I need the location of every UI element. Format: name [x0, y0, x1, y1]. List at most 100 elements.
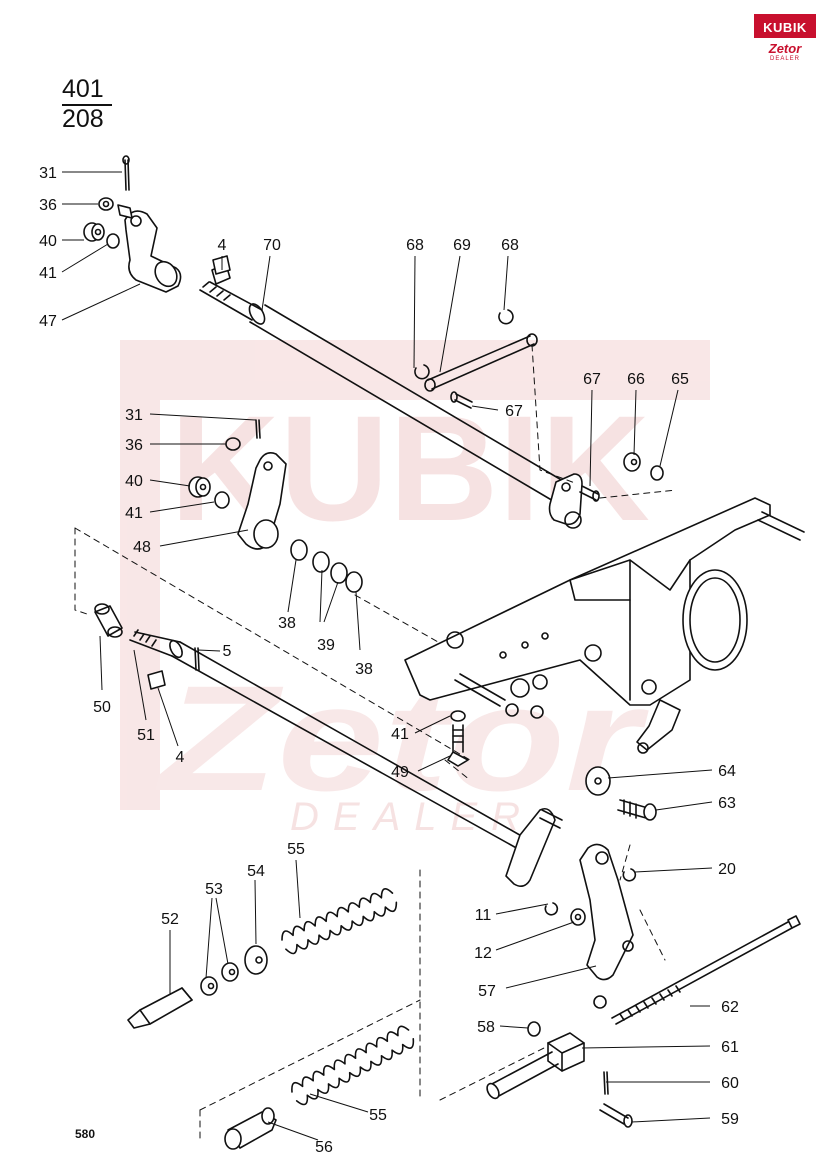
callout-4-upper: 4	[218, 237, 227, 254]
callout-5: 5	[223, 643, 232, 660]
washer-38-right	[345, 571, 363, 593]
shaft-70-right-lever	[548, 473, 583, 529]
callout-4-lower: 4	[176, 749, 185, 766]
washer-36-upper-hole	[102, 200, 110, 208]
callout-47: 47	[39, 313, 57, 330]
lever-47	[117, 204, 182, 293]
callout-numbers: 31 36 40 41 47 4 70 68 69 68 67 67 66 65…	[39, 165, 739, 1156]
watermark-dealer: DEALER	[290, 795, 534, 839]
callout-48: 48	[133, 539, 151, 556]
callout-leader-lines	[61, 171, 713, 1141]
washer-64	[585, 766, 611, 796]
callout-40-lower: 40	[125, 473, 143, 490]
pin-67-upper	[450, 391, 473, 409]
split-pin-31-lower	[255, 419, 261, 439]
pin-rod-56	[486, 1051, 559, 1100]
callout-59: 59	[721, 1111, 739, 1128]
bushing-50	[94, 603, 123, 638]
nut-40-lower	[188, 476, 211, 498]
callout-63: 63	[718, 795, 736, 812]
callout-50: 50	[93, 699, 111, 716]
spring-55-upper	[281, 888, 398, 955]
callout-38-left: 38	[278, 615, 296, 632]
trunnion-61	[547, 1032, 585, 1072]
callout-36-upper: 36	[39, 197, 57, 214]
callout-55-upper: 55	[287, 841, 305, 858]
pin-bracket-left	[454, 673, 506, 707]
callout-68-left: 68	[406, 237, 424, 254]
adjusting-rod-62	[611, 915, 801, 1025]
fork-end-52	[127, 987, 193, 1029]
page-number: 580	[75, 1127, 96, 1141]
callout-61: 61	[721, 1039, 739, 1056]
circlip-20	[622, 868, 637, 882]
circlip-68-left	[414, 364, 430, 380]
split-pin-5	[194, 647, 200, 671]
washer-39-b	[330, 562, 348, 584]
callout-11: 11	[475, 907, 492, 924]
callout-62: 62	[721, 999, 739, 1016]
nut-53-b	[200, 976, 218, 996]
callout-64: 64	[718, 763, 736, 780]
circlip-11	[544, 902, 559, 916]
roller-12	[570, 908, 586, 926]
logo-dealer-text: DEALER	[769, 56, 800, 62]
callout-41-upper: 41	[39, 265, 57, 282]
group-code-denominator: 208	[62, 105, 104, 133]
callout-58: 58	[477, 1019, 495, 1036]
callout-69: 69	[453, 237, 471, 254]
callout-57: 57	[478, 983, 496, 1000]
control-housing-bracket	[404, 497, 805, 754]
callout-70: 70	[263, 237, 281, 254]
washer-65	[650, 465, 664, 481]
callout-55-lower: 55	[369, 1107, 387, 1124]
bolt-49	[447, 710, 469, 767]
callout-40-upper: 40	[39, 233, 57, 250]
lever-48	[237, 452, 287, 550]
callout-31-upper: 31	[39, 165, 57, 182]
callout-68-right: 68	[501, 237, 519, 254]
washer-58	[527, 1021, 541, 1037]
callout-41-lower: 41	[125, 505, 143, 522]
washer-38-left	[290, 539, 308, 561]
washer-39-a	[312, 551, 330, 573]
callout-66: 66	[627, 371, 645, 388]
guide-sleeve-56	[224, 1107, 277, 1150]
nut-66	[623, 452, 641, 472]
callout-67-right: 67	[583, 371, 601, 388]
spring-seat-54	[244, 945, 268, 975]
nut-40-upper	[83, 222, 105, 242]
lower-cross-shaft	[129, 629, 563, 888]
callout-52: 52	[161, 911, 179, 928]
group-code-numerator: 401	[62, 75, 104, 103]
split-pin-60	[603, 1071, 609, 1095]
callout-60: 60	[721, 1075, 739, 1092]
callout-49: 49	[391, 764, 409, 781]
logo-kubik-text: KUBIK	[754, 14, 816, 38]
callout-20: 20	[718, 861, 736, 878]
key-4-lower	[147, 670, 166, 690]
lever-57	[579, 843, 634, 1009]
split-pin-31-upper	[122, 155, 130, 191]
pin-67-right	[579, 485, 600, 502]
nut-53-a	[221, 962, 239, 982]
callout-38-right: 38	[355, 661, 373, 678]
kubik-zetor-logo: KUBIK Zetor DEALER	[754, 14, 816, 72]
circlip-68-right	[498, 309, 514, 325]
assembly-guide-lines	[74, 344, 677, 1141]
callout-51: 51	[137, 727, 155, 744]
group-code: 401 208	[62, 76, 118, 133]
callout-56: 56	[315, 1139, 333, 1156]
callout-54: 54	[247, 863, 265, 880]
logo-zetor-text: Zetor	[768, 41, 802, 56]
callout-53: 53	[205, 881, 223, 898]
callout-65: 65	[671, 371, 689, 388]
callout-41-bolt: 41	[391, 726, 409, 743]
callout-39: 39	[317, 637, 335, 654]
link-rod-69	[424, 333, 538, 392]
callout-31-lower: 31	[125, 407, 143, 424]
washer-41-lower	[214, 491, 230, 509]
bolt-63	[617, 799, 657, 821]
